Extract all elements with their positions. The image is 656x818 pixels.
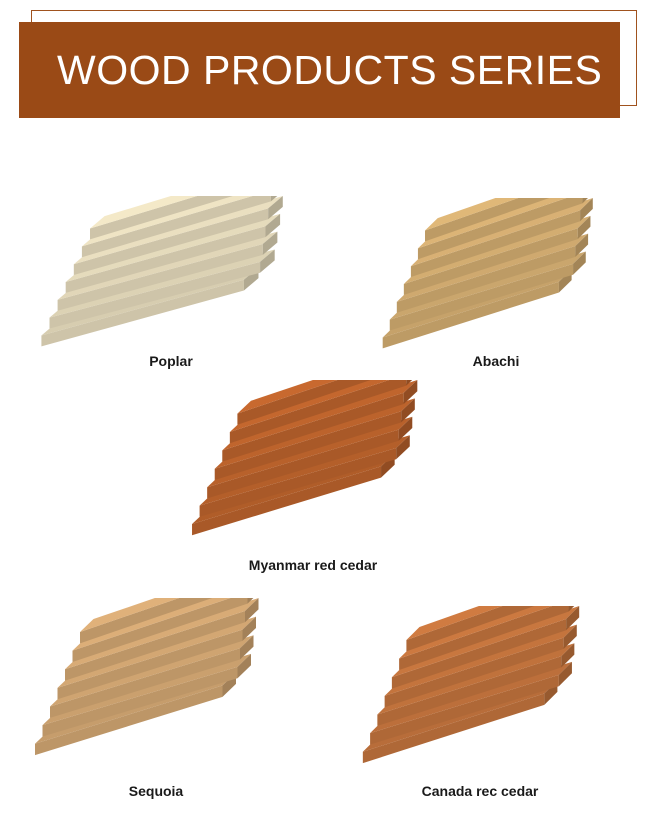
board-stack-drawing xyxy=(382,198,593,349)
product-image-poplar xyxy=(36,196,306,351)
product-image-myanmar-red-cedar xyxy=(187,380,439,540)
banner: WOOD PRODUCTS SERIES xyxy=(19,22,620,118)
product-image-abachi xyxy=(378,198,613,353)
board-stack-drawing xyxy=(362,606,580,764)
product-label-poplar: Poplar xyxy=(149,353,193,369)
page-title: WOOD PRODUCTS SERIES xyxy=(57,46,603,93)
product-image-canada-rec-cedar xyxy=(358,606,600,768)
board xyxy=(417,198,589,260)
product-label-abachi: Abachi xyxy=(472,353,520,369)
product-image-sequoia xyxy=(30,598,280,760)
board-stack-drawing xyxy=(41,196,283,347)
product-label-sequoia: Sequoia xyxy=(128,783,184,799)
product-label-myanmar-red-cedar: Myanmar red cedar xyxy=(248,557,378,573)
board-stack-drawing xyxy=(192,380,418,536)
board-stack-drawing xyxy=(35,598,259,756)
product-label-canada-rec-cedar: Canada rec cedar xyxy=(421,783,539,799)
